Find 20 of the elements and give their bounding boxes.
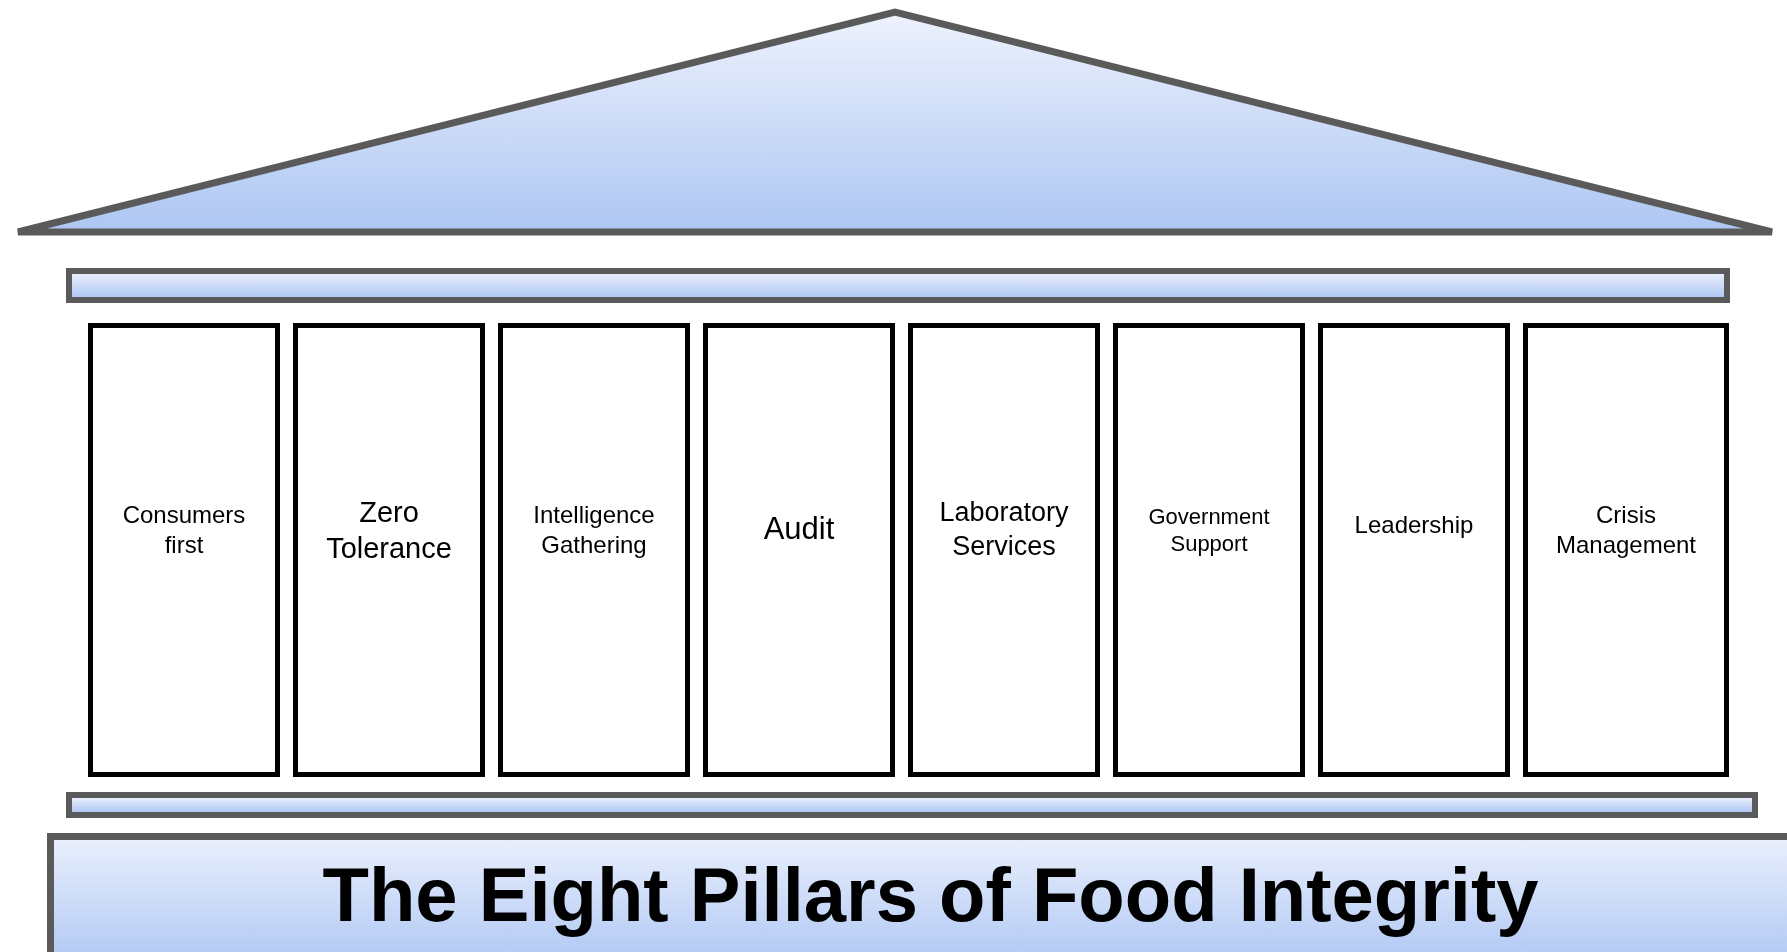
base-plinth <box>47 833 1787 952</box>
pillar-label: Government Support <box>1147 502 1271 558</box>
title-text: The Eight Pillars of Food Integrity <box>322 851 1539 939</box>
pillar-box <box>293 323 485 777</box>
pillar-box <box>1113 323 1305 777</box>
pillar-label: Crisis Management <box>1554 500 1698 560</box>
pillar-label: Zero Tolerance <box>325 494 453 566</box>
pillar-box <box>88 323 280 777</box>
pillar-label: Intelligence Gathering <box>532 500 656 560</box>
bottom-beam <box>66 792 1758 818</box>
pillar-label: Audit <box>762 510 836 548</box>
pillar-box <box>1523 323 1729 777</box>
pillar-box <box>908 323 1100 777</box>
pillar-box <box>1318 323 1510 777</box>
top-beam <box>66 268 1730 303</box>
pillar-box <box>498 323 690 777</box>
pillar-label: Leadership <box>1353 510 1475 540</box>
pillar-box <box>703 323 895 777</box>
pillar-label: Consumers first <box>121 500 247 560</box>
pillar-label: Laboratory Services <box>938 496 1070 563</box>
